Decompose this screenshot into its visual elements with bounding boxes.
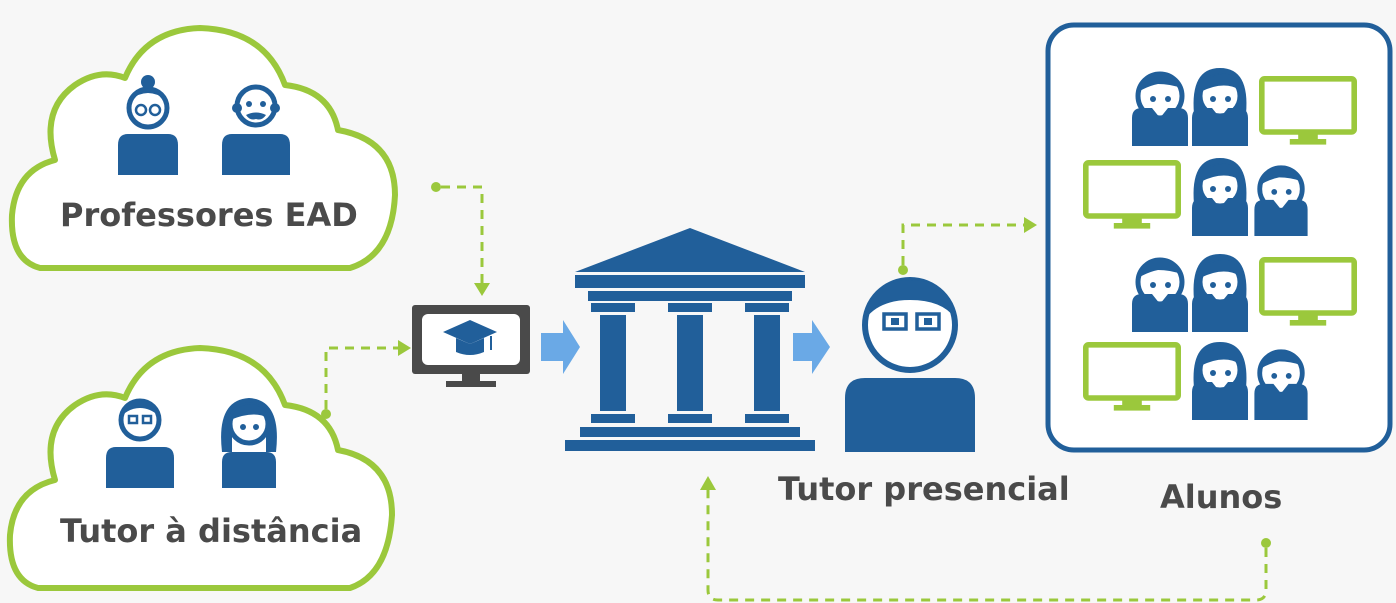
connector-tutor-presencial-to-alunos	[898, 217, 1037, 275]
student-icon	[1254, 350, 1308, 420]
arrow-platform-to-institution	[541, 320, 580, 374]
label-professores-ead: Professores EAD	[60, 196, 358, 234]
connector-alunos-to-institution	[700, 476, 1271, 602]
university-building-icon	[565, 228, 815, 451]
label-alunos: Alunos	[1160, 478, 1283, 516]
tutor-glasses-icon	[106, 398, 174, 488]
monitor-icon	[1262, 260, 1354, 326]
tutor-woman-icon	[221, 398, 277, 488]
student-icon	[1132, 258, 1188, 332]
student-icon	[1254, 166, 1308, 236]
arrow-institution-to-tutor	[793, 320, 830, 374]
connector-professores-to-platform	[431, 182, 490, 296]
professor-male-icon	[222, 84, 290, 175]
monitor-icon	[1086, 163, 1178, 229]
professor-female-icon	[118, 75, 178, 175]
student-icon	[1192, 254, 1248, 332]
label-tutor-presencial: Tutor presencial	[778, 470, 1070, 508]
student-icon	[1192, 342, 1248, 420]
student-icon	[1132, 72, 1188, 146]
student-icon	[1192, 68, 1248, 146]
connector-tutor-to-platform	[321, 340, 411, 419]
laptop-graduation-cap-icon	[412, 305, 530, 387]
cloud-tutor-distancia	[6, 345, 395, 591]
label-tutor-distancia: Tutor à distância	[60, 512, 363, 550]
student-icon	[1192, 158, 1248, 236]
monitor-icon	[1086, 345, 1178, 411]
cloud-professores	[8, 25, 398, 271]
tutor-presencial-icon	[845, 277, 975, 452]
monitor-icon	[1262, 79, 1354, 145]
